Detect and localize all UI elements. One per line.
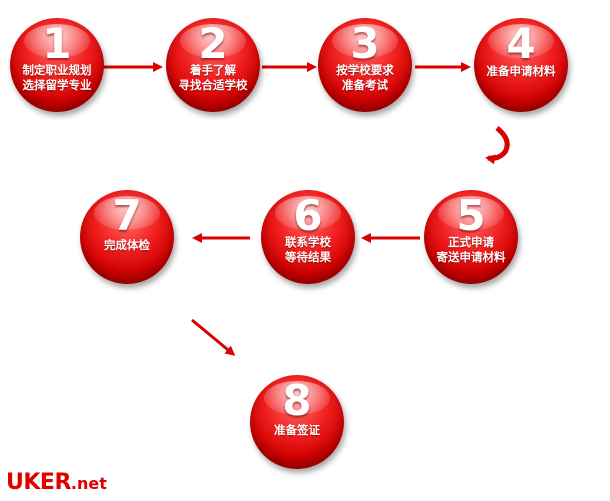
- step-6: 6 联系学校 等待结果: [261, 190, 355, 284]
- step-number: 3: [350, 19, 380, 68]
- step-5: 5 正式申请 寄送申请材料: [424, 190, 518, 284]
- step-label: 准备申请材料: [486, 64, 556, 78]
- step-label: 准备签证: [274, 423, 320, 437]
- step-1: 1 制定职业规划 选择留学专业: [10, 18, 104, 112]
- step-number: 7: [112, 191, 142, 240]
- step-label: 制定职业规划 选择留学专业: [22, 63, 92, 92]
- step-label: 完成体检: [104, 238, 150, 252]
- step-number: 6: [293, 191, 323, 240]
- brand-logo: UKER.net: [6, 470, 107, 495]
- step-label: 正式申请 寄送申请材料: [436, 235, 506, 264]
- arrow-4-to-5: [485, 126, 510, 165]
- step-8: 8 准备签证: [250, 375, 344, 469]
- step-7: 7 完成体检: [80, 190, 174, 284]
- step-number: 1: [42, 19, 72, 68]
- step-number: 5: [456, 191, 486, 240]
- step-number: 2: [198, 19, 228, 68]
- step-number: 8: [282, 376, 312, 425]
- step-number: 4: [506, 19, 536, 68]
- step-label: 着手了解 寻找合适学校: [178, 63, 248, 92]
- step-label: 联系学校 等待结果: [285, 235, 331, 264]
- step-2: 2 着手了解 寻找合适学校: [166, 18, 260, 112]
- brand-tld: .net: [70, 474, 107, 493]
- step-label: 按学校要求 准备考试: [336, 63, 394, 92]
- step-3: 3 按学校要求 准备考试: [318, 18, 412, 112]
- step-4: 4 准备申请材料: [474, 18, 568, 112]
- arrow-7-to-8: [191, 318, 236, 356]
- brand-name: UKER: [6, 470, 71, 495]
